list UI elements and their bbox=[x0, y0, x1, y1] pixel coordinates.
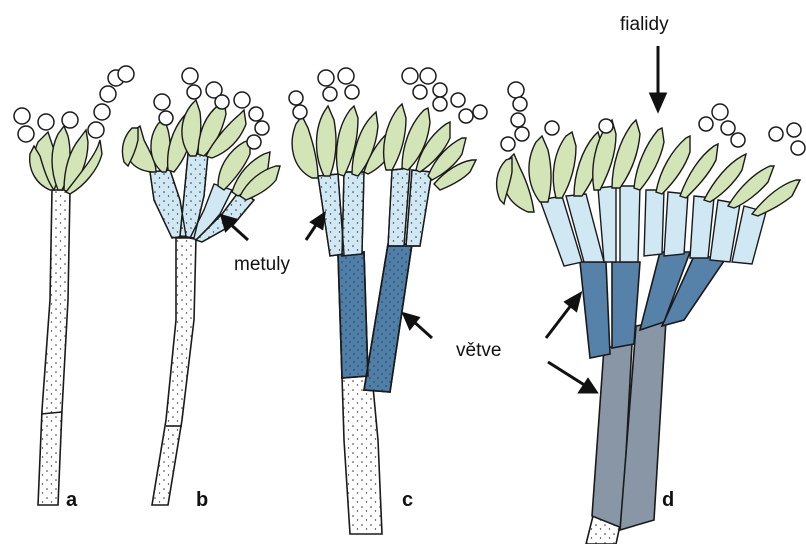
metulae-c bbox=[318, 168, 432, 256]
structure-a: a bbox=[14, 66, 134, 511]
conidia-a bbox=[14, 66, 134, 142]
structure-d: d bbox=[497, 82, 805, 544]
metuly-arrow-c bbox=[306, 214, 324, 240]
vetve-arrow-up bbox=[546, 294, 580, 338]
stipe-c bbox=[342, 376, 382, 534]
panel-label-c: c bbox=[402, 489, 413, 511]
fialidy-arrow bbox=[651, 46, 665, 110]
stipe-b bbox=[152, 238, 196, 505]
stipe-a bbox=[38, 190, 70, 505]
panel-label-a: a bbox=[66, 489, 78, 511]
metulae-d bbox=[540, 186, 766, 266]
metuly-arrow bbox=[222, 216, 248, 240]
panel-label-d: d bbox=[662, 489, 674, 511]
vetve-arrow-c bbox=[404, 314, 432, 338]
branches-c bbox=[338, 244, 412, 392]
structure-c: c bbox=[289, 68, 487, 534]
vetve-arrow-down bbox=[548, 362, 596, 392]
structure-b: b bbox=[122, 68, 280, 511]
label-metuly: metuly bbox=[234, 254, 290, 275]
label-vetve: větve bbox=[456, 340, 501, 361]
conidia-c bbox=[289, 68, 487, 123]
panel-label-b: b bbox=[196, 489, 208, 511]
label-fialidy: fialidy bbox=[620, 14, 669, 35]
